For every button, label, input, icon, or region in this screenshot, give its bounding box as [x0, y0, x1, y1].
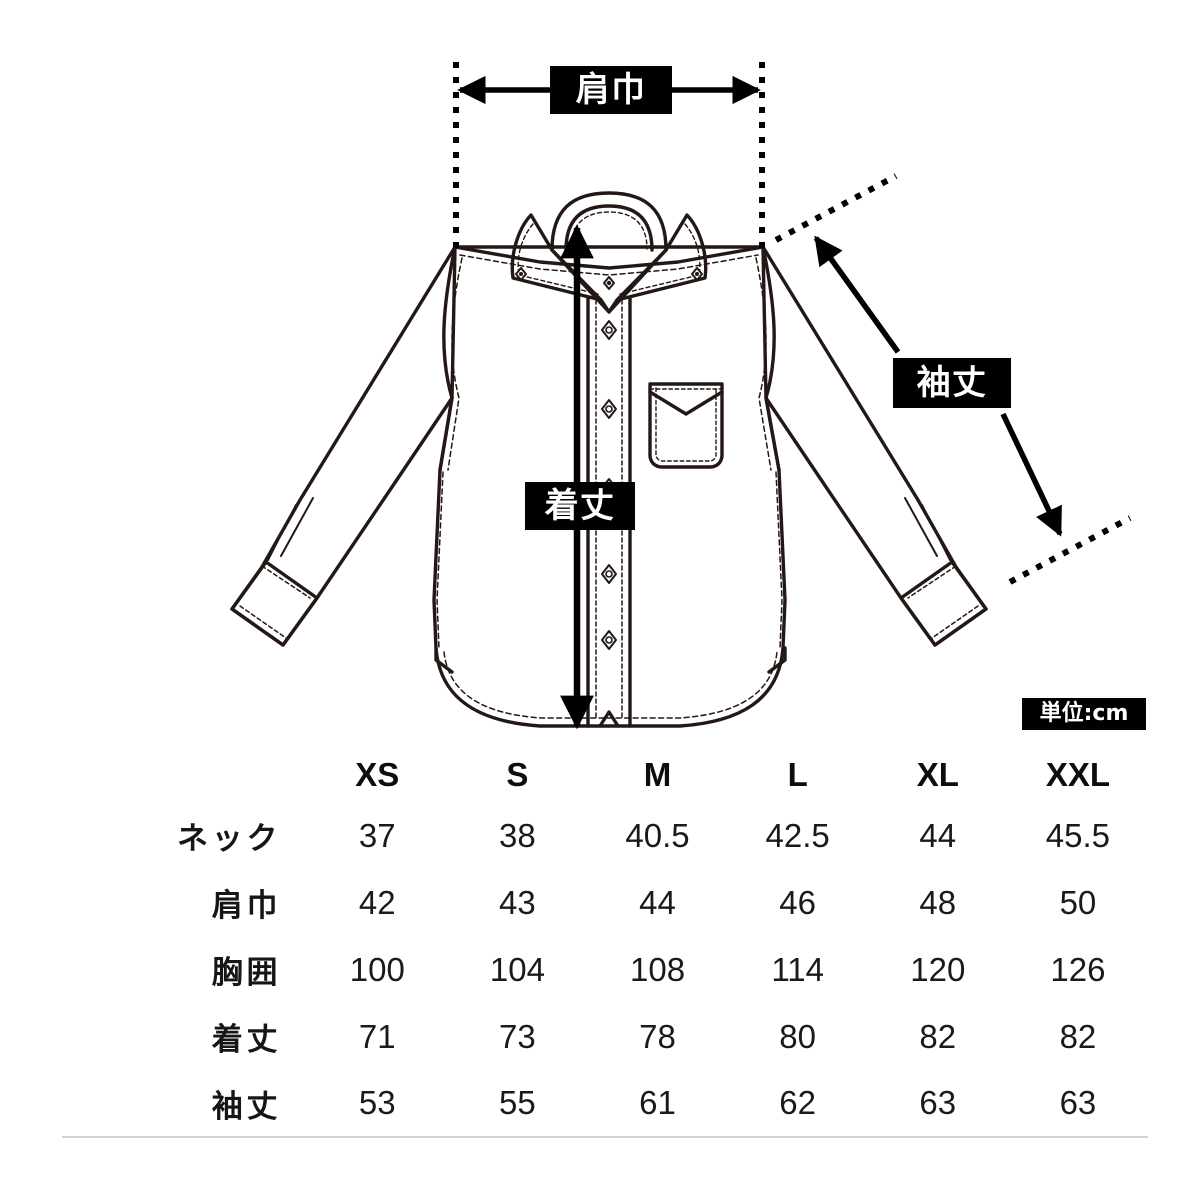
row-label-body-length: 着丈 — [211, 1022, 282, 1058]
cell-sleeve-length-m: 61 — [587, 1070, 728, 1138]
cell-sleeve-length-xs: 53 — [307, 1070, 448, 1138]
left-cuff — [230, 560, 319, 647]
header-size-xxl: XXL — [1045, 756, 1111, 793]
cell-chest-xxl: 126 — [1050, 950, 1106, 988]
collar-top-button — [603, 276, 615, 290]
label-sleeve-length: 袖丈 — [893, 358, 1011, 408]
header-size-xs: XS — [355, 756, 400, 793]
pocket-stitch — [655, 387, 717, 462]
right-side-vent — [767, 646, 787, 674]
sleeve-arrow-upper — [813, 235, 901, 354]
collar-stand-stitch — [570, 211, 648, 250]
header-corner-blank — [62, 748, 307, 802]
cell-neck-xl: 44 — [919, 816, 957, 854]
shirt-body-outline — [432, 245, 787, 728]
cell-chest-l: 114 — [771, 950, 824, 988]
cell-body-length-s: 73 — [499, 1017, 536, 1055]
cell-neck-s: 38 — [499, 816, 536, 854]
hem-stitch — [443, 651, 778, 719]
cell-neck-m: 40.5 — [625, 816, 690, 854]
collar-button-right — [691, 267, 703, 281]
row-label-sleeve-length: 袖丈 — [62, 1070, 308, 1138]
cell-neck-l: 42.5 — [765, 816, 830, 854]
collar-button-left — [515, 267, 527, 281]
sleeve-arrow-lower — [1000, 412, 1063, 537]
cell-neck-xxl: 45.5 — [1045, 816, 1111, 854]
size-table-wrapper: XS S M L XL XXL ネック 37 38 40.5 42.5 44 4… — [62, 748, 1148, 1138]
cell-shoulder-m: 44 — [639, 883, 676, 921]
cell-sleeve-length-xxl: 63 — [1007, 1070, 1148, 1138]
cell-body-length-xs: 71 — [358, 1017, 396, 1055]
sleeve-guide-top — [774, 173, 898, 243]
shirt-diagram — [230, 62, 1132, 730]
label-shoulder-width: 肩巾 — [550, 66, 672, 114]
left-armhole-seam — [438, 245, 457, 472]
chest-pocket — [648, 382, 724, 469]
collar-right-leaf — [615, 213, 708, 302]
table-row: 胸囲 100 104 108 114 120 126 — [62, 936, 1148, 1003]
left-sleeve-outline — [230, 245, 457, 647]
label-body-length: 着丈 — [525, 482, 635, 530]
cell-sleeve-length-s: 55 — [447, 1070, 588, 1138]
cell-shoulder-l: 46 — [779, 883, 817, 921]
header-size-m: M — [643, 756, 672, 793]
cell-neck-xs: 37 — [358, 816, 396, 854]
cell-chest-s: 104 — [489, 950, 545, 988]
cell-shoulder-xs: 42 — [358, 883, 396, 921]
table-header-row: XS S M L XL XXL — [62, 748, 1148, 802]
shirt-drawing — [230, 191, 988, 728]
sleeve-guide-bottom — [1008, 515, 1132, 585]
left-side-vent — [434, 646, 454, 674]
cell-shoulder-xxl: 50 — [1059, 883, 1097, 921]
right-armhole-seam — [761, 245, 781, 472]
right-cuff — [899, 560, 988, 647]
header-size-xl: XL — [916, 756, 959, 793]
right-armhole-stitch — [755, 257, 772, 471]
table-row: 肩巾 42 43 44 46 48 50 — [62, 869, 1148, 936]
right-sleeve-outline — [761, 245, 988, 647]
row-label-chest: 胸囲 — [211, 955, 282, 991]
yoke-seam — [453, 245, 765, 270]
left-cuff-pleats — [267, 497, 314, 561]
measurement-guides — [453, 62, 1132, 730]
right-cuff-stitch — [907, 565, 979, 639]
right-cuff-pleats — [904, 497, 951, 561]
collar-left-leaf — [510, 213, 603, 302]
table-row: 着丈 71 73 78 80 82 82 — [62, 1003, 1148, 1070]
cell-shoulder-xl: 48 — [919, 883, 957, 921]
size-table-head: XS S M L XL XXL — [62, 748, 1148, 802]
unit-badge: 単位:cm — [1022, 698, 1146, 730]
cell-chest-m: 108 — [630, 950, 686, 988]
collar-right-fold — [607, 248, 668, 314]
side-seam-left — [436, 471, 444, 649]
cell-chest-xs: 100 — [349, 950, 405, 988]
cell-body-length-xxl: 82 — [1059, 1017, 1097, 1055]
placket-bottom-notch — [598, 710, 620, 728]
row-label-neck: ネック — [177, 821, 282, 857]
collar-right-stitch — [619, 223, 701, 295]
cell-sleeve-length-xl: 63 — [867, 1070, 1008, 1138]
header-size-s: S — [506, 756, 529, 793]
collar-left-stitch — [517, 223, 599, 295]
collar-left-fold — [550, 248, 611, 314]
left-armhole-stitch — [447, 257, 463, 471]
pocket-flap-fold — [648, 390, 724, 416]
cell-shoulder-s: 43 — [499, 883, 536, 921]
table-row: 袖丈 53 55 61 62 63 63 — [62, 1070, 1148, 1138]
size-table-body: ネック 37 38 40.5 42.5 44 45.5 肩巾 42 43 44 … — [62, 802, 1148, 1138]
side-seam-right — [775, 471, 783, 649]
table-row: ネック 37 38 40.5 42.5 44 45.5 — [62, 802, 1148, 869]
cell-body-length-m: 78 — [639, 1017, 676, 1055]
header-size-l: L — [787, 756, 808, 793]
yoke-stitch — [459, 254, 759, 276]
cell-body-length-xl: 82 — [919, 1017, 957, 1055]
collar-stand — [550, 191, 668, 252]
cell-chest-xl: 120 — [910, 950, 966, 988]
size-table: XS S M L XL XXL ネック 37 38 40.5 42.5 44 4… — [62, 748, 1148, 1138]
left-cuff-stitch — [239, 565, 311, 639]
row-label-shoulder: 肩巾 — [211, 888, 282, 924]
cell-sleeve-length-l: 62 — [727, 1070, 868, 1138]
cell-body-length-l: 80 — [779, 1017, 817, 1055]
